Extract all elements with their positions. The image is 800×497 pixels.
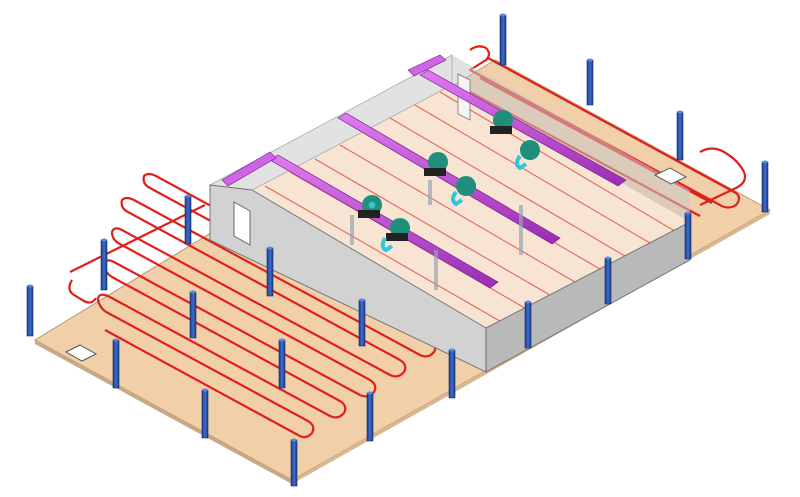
support-column (112, 338, 120, 389)
fan-base (490, 126, 512, 134)
support-column (676, 110, 684, 161)
support-column-cap (762, 160, 768, 164)
fan-unit-4 (451, 176, 476, 207)
support-column-cap (202, 388, 208, 392)
support-column-shaft (586, 59, 594, 106)
fan-housing (493, 110, 513, 130)
support-column (524, 300, 532, 349)
support-column-cap (291, 438, 297, 442)
support-column-shaft (358, 299, 366, 347)
support-column-shaft (184, 195, 192, 245)
support-column-shaft (684, 212, 692, 260)
support-column-shaft (499, 14, 507, 66)
support-column (586, 58, 594, 106)
fan-base (358, 210, 380, 218)
support-column (366, 391, 374, 442)
support-column-cap (525, 300, 531, 304)
support-column-shaft (448, 349, 456, 399)
duct-top (419, 69, 627, 187)
support-column-shaft (604, 257, 612, 305)
support-column-cap (190, 290, 196, 294)
ventilation-ducts (221, 54, 627, 289)
support-column (604, 256, 612, 305)
support-column (189, 290, 197, 339)
fan-housing (456, 176, 476, 196)
fan-units (350, 110, 540, 290)
support-column-cap (27, 284, 33, 288)
support-column (684, 211, 692, 260)
floor-hatch-left (64, 344, 98, 362)
support-column-shaft (112, 339, 120, 389)
container-back-wall (452, 55, 690, 222)
fan-outlet-pipe (380, 237, 394, 253)
fan-unit-6 (515, 140, 540, 171)
support-column (761, 160, 769, 213)
support-column-shaft (100, 239, 108, 291)
support-column-cap (359, 298, 365, 302)
fan-unit-2 (380, 218, 410, 253)
support-column (266, 246, 274, 297)
support-column-cap (185, 194, 191, 198)
support-column-shaft (676, 111, 684, 161)
support-column-shaft (290, 439, 298, 487)
support-column-cap (279, 338, 285, 342)
support-column-cap (685, 211, 691, 215)
support-column-cap (605, 256, 611, 260)
support-column (499, 13, 507, 66)
floor-hatches (64, 167, 688, 362)
support-column-shaft (26, 285, 34, 337)
support-column (290, 438, 298, 487)
fan-base (424, 168, 446, 176)
duct-front (269, 154, 499, 289)
drop-pipes (350, 180, 523, 290)
heating-pipe-right-loops (699, 147, 747, 206)
support-column (278, 338, 286, 389)
floor-hatch-right (653, 167, 688, 185)
container-door (233, 201, 251, 246)
duct-top-riser (407, 54, 447, 77)
duct-middle (337, 112, 561, 245)
fan-hub (368, 201, 376, 209)
support-column (184, 194, 192, 245)
support-column-shaft (366, 392, 374, 442)
floor-front-edge (35, 340, 292, 484)
fan-housing (428, 152, 448, 172)
support-column (100, 238, 108, 291)
support-column-cap (677, 110, 683, 114)
support-column-shaft (189, 291, 197, 339)
support-column-cap (113, 338, 119, 342)
support-column-cap (267, 246, 273, 250)
support-column-cap (367, 391, 373, 395)
support-column-cap (101, 238, 107, 242)
support-column-cap (449, 348, 455, 352)
support-column-cap (500, 13, 506, 17)
support-column-shaft (278, 339, 286, 389)
fan-unit-1 (358, 195, 382, 218)
fan-housing (520, 140, 540, 160)
support-column (448, 348, 456, 399)
heating-pipe-left-return (68, 204, 206, 304)
support-column (26, 284, 34, 337)
support-column-shaft (524, 301, 532, 349)
support-column (358, 298, 366, 347)
support-column-shaft (201, 389, 209, 439)
support-column (201, 388, 209, 439)
fan-outlet-pipe (451, 190, 464, 207)
support-columns (26, 13, 769, 487)
fan-base (386, 233, 408, 241)
fan-outlet-pipe (515, 154, 528, 171)
duct-front-riser (221, 151, 277, 187)
container-inner-floor (252, 85, 690, 328)
inner-heating-lines (264, 91, 679, 325)
fan-unit-3 (424, 152, 448, 176)
support-column-shaft (761, 161, 769, 213)
support-column-shaft (266, 247, 274, 297)
fan-unit-5 (490, 110, 513, 134)
support-column-cap (587, 58, 593, 62)
